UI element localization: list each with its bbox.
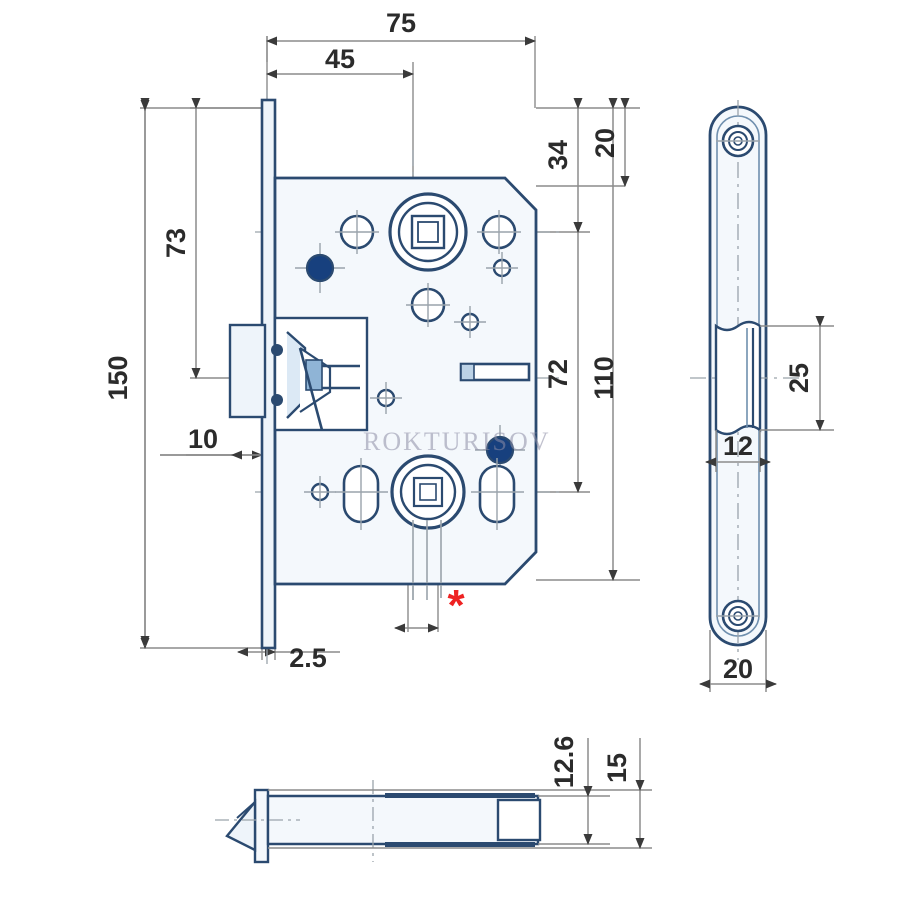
latch-window	[714, 320, 762, 436]
faceplate-view: 25 12 20	[690, 100, 834, 692]
side-faceplate-edge	[253, 788, 270, 864]
dim-latch-window-height: 25	[784, 363, 814, 393]
faceplate-screw-centre-marks	[716, 140, 760, 617]
front-view: ROKTURISOV * 75 45 150 73 10 2.5 34 20 7…	[103, 8, 640, 673]
lower-spindle-hole	[390, 454, 466, 600]
dim-case-thickness: 12.6	[549, 736, 579, 789]
latch-nose	[225, 798, 257, 852]
dim-latch-window-width: 12	[723, 431, 753, 461]
dim-height-overall: 150	[103, 355, 133, 400]
dowel-holes	[305, 253, 515, 465]
latch-bolt-assembly	[228, 316, 369, 432]
dim-width-overall: 75	[386, 8, 416, 38]
side-dimension-lines	[268, 738, 652, 849]
faceplate-dimension-lines	[699, 316, 834, 692]
dim-backset: 45	[325, 44, 355, 74]
side-case-shading	[385, 793, 535, 847]
side-end-block	[496, 798, 542, 842]
dim-centre-distance: 72	[543, 359, 573, 389]
unlabelled-dimension-marker: *	[447, 581, 465, 630]
dim-top-offset: 34	[543, 140, 573, 170]
dim-latch-projection: 10	[188, 424, 218, 454]
slotted-hole-centre-marks	[335, 458, 524, 530]
deadbolt-slot	[459, 362, 531, 382]
latch-nose-bevel	[236, 801, 256, 819]
dim-faceplate-width: 20	[723, 654, 753, 684]
side-centre-lines	[215, 780, 374, 862]
front-view-construction-lines	[275, 177, 505, 585]
side-profile-view: 12.6 15	[215, 736, 652, 864]
dim-faceplate-overall-thickness: 15	[602, 753, 632, 783]
dim-faceplate-thickness: 2.5	[289, 643, 327, 673]
dim-case-height: 110	[589, 356, 619, 400]
dim-height-to-latch: 73	[161, 228, 191, 258]
upper-spindle-hole	[388, 192, 468, 272]
faceplate-inner-outline	[716, 115, 760, 637]
watermark-text: ROKTURISOV	[363, 427, 551, 456]
dim-top-edge-offset: 20	[590, 128, 620, 158]
